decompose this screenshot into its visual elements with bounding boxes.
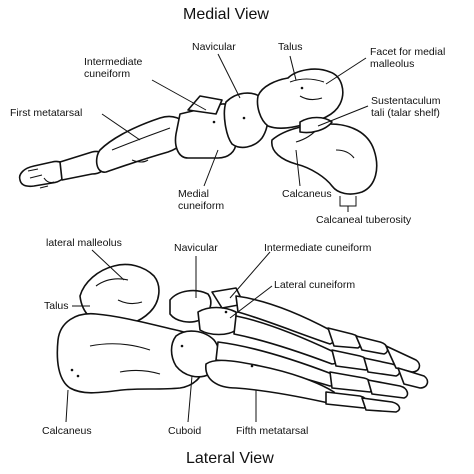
medial-sustentaculum-tali — [299, 116, 333, 134]
label-lateral-cuneiform: Lateral cuneiform — [274, 279, 356, 291]
lateral-toe-tips-2 — [397, 367, 429, 389]
lateral-phalanges-row-3 — [329, 371, 374, 393]
label-first-metatarsal: First metatarsal — [10, 107, 83, 119]
label-facet-medial-malleolus: Facet for medial malleolus — [370, 46, 446, 70]
label-medial-intermediate-cuneiform: Intermediate cuneiform — [84, 56, 143, 80]
lateral-lateral-cuneiform — [197, 306, 237, 336]
label-medial-cuneiform: Medial cuneiform — [178, 188, 225, 212]
medial-first-metatarsal — [95, 115, 188, 173]
label-fifth-metatarsal: Fifth metatarsal — [236, 425, 309, 437]
lateral-view-title: Lateral View — [186, 450, 274, 467]
lateral-distal-phalanges-3 — [367, 379, 409, 399]
lateral-phalanges-row-4 — [325, 391, 369, 409]
lateral-distal-phalanges-4 — [361, 397, 401, 413]
label-lateral-malleolus: lateral malleolus — [46, 237, 122, 249]
label-lateral-cuboid: Cuboid — [168, 425, 202, 437]
lateral-phalanges-row-2 — [331, 349, 370, 371]
medial-talus — [256, 68, 344, 129]
label-lateral-navicular: Navicular — [174, 242, 218, 254]
label-calcaneal-tuberosity: Calcaneal tuberosity — [316, 214, 412, 226]
medial-great-toe-phalanges — [18, 160, 67, 188]
medial-calcaneus — [271, 123, 378, 195]
label-medial-talus: Talus — [278, 41, 303, 53]
lateral-distal-phalanges-1 — [355, 335, 389, 355]
medial-intermediate-cuneiform — [187, 95, 223, 115]
label-medial-calcaneus: Calcaneus — [282, 188, 332, 200]
label-lateral-talus: Talus — [44, 300, 69, 312]
calcaneal-tuberosity-bracket — [339, 196, 357, 212]
label-lateral-calcaneus: Calcaneus — [42, 425, 92, 437]
label-sustentaculum-tali: Sustentaculum tali (talar shelf) — [371, 95, 441, 119]
label-medial-navicular: Navicular — [192, 41, 236, 53]
medial-foot-drawing — [18, 68, 378, 195]
medial-view-title: Medial View — [183, 6, 269, 23]
lateral-phalanges-row-1 — [327, 327, 362, 349]
label-lateral-intermediate-cuneiform: Intermediate cuneiform — [264, 242, 372, 254]
leader-lines — [65, 53, 369, 423]
lateral-foot-drawing — [56, 263, 429, 413]
